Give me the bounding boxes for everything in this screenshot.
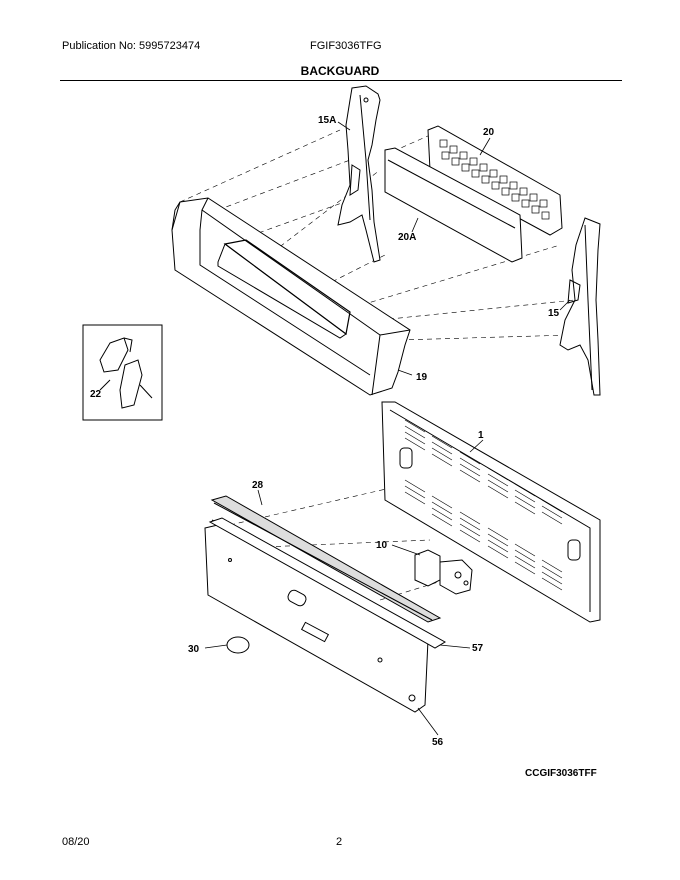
- part-30-plug: [226, 636, 250, 654]
- callout-10: 10: [376, 540, 388, 551]
- callout-57: 57: [472, 643, 484, 654]
- callout-1: 1: [478, 430, 484, 441]
- part-22-inset: [82, 324, 163, 421]
- part-10-component: [414, 549, 473, 595]
- part-20A-overlay: [384, 147, 523, 263]
- page-number: 2: [336, 836, 343, 848]
- callout-30: 30: [188, 644, 200, 655]
- part-19-backguard-panel: [171, 197, 411, 396]
- callout-22: 22: [90, 389, 102, 400]
- callout-19: 19: [416, 372, 428, 383]
- part-56-lower-panel: [204, 519, 441, 713]
- callout-15: 15: [548, 308, 560, 319]
- publication-number: Publication No: 5995723474: [62, 40, 201, 52]
- part-57-strip: [208, 517, 446, 649]
- footer-date: 08/20: [62, 836, 90, 848]
- title-rule: [60, 80, 622, 81]
- callout-20: 20: [483, 127, 495, 138]
- callout-56: 56: [432, 737, 444, 748]
- callout-28: 28: [252, 480, 264, 491]
- part-28-strip: [210, 495, 442, 623]
- callout-20A: 20A: [398, 232, 416, 243]
- leader-lines: [204, 121, 571, 736]
- callout-15A: 15A: [318, 115, 336, 126]
- section-title: BACKGUARD: [300, 64, 380, 78]
- diagram-code: CCGIF3036TFF: [525, 768, 597, 779]
- part-1-rear-panel: [381, 401, 601, 623]
- part-15-end-bracket: [559, 217, 601, 396]
- part-15A-end-bracket: [337, 85, 381, 263]
- model-number: FGIF3036TFG: [310, 40, 382, 52]
